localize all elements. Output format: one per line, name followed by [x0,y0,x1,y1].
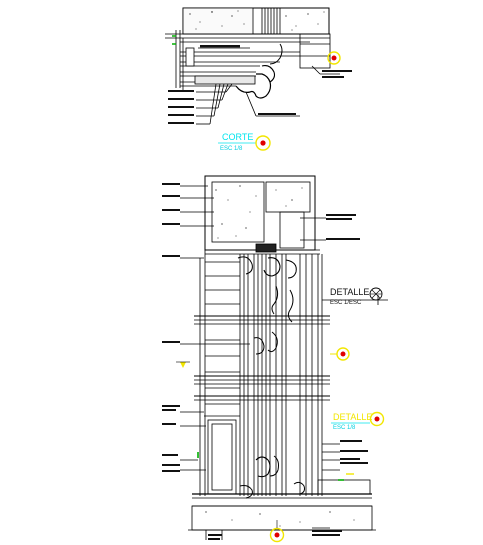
lower-markers [176,347,354,543]
section-marker-icon [269,527,285,543]
section-marker-icon [255,135,271,151]
detail-marker-icon [369,411,385,427]
corte-title-block: CORTE ESC 1/8 [218,132,271,152]
detalle-a-title-block: DETALLE ESC 1/ESC [330,287,383,306]
corte-title: CORTE [222,132,253,142]
concrete-texture-upper [189,10,325,31]
detail-marker-icon [327,51,341,65]
lower-labels [162,183,368,540]
upper-labels [168,45,352,124]
detalle-b-title-block: DETALLE ESC 1/8 [331,411,385,431]
detalle-a-title: DETALLE [330,287,369,297]
upper-level-marks [172,35,341,65]
concrete-texture-lower [205,185,355,527]
lower-section [180,175,388,540]
upper-section [165,7,340,125]
corte-scale: ESC 1/8 [220,146,243,152]
detalle-a-scale: ESC 1/ESC [330,300,362,306]
detalle-b-title: DETALLE [333,412,372,422]
detalle-b-scale: ESC 1/8 [333,425,356,431]
